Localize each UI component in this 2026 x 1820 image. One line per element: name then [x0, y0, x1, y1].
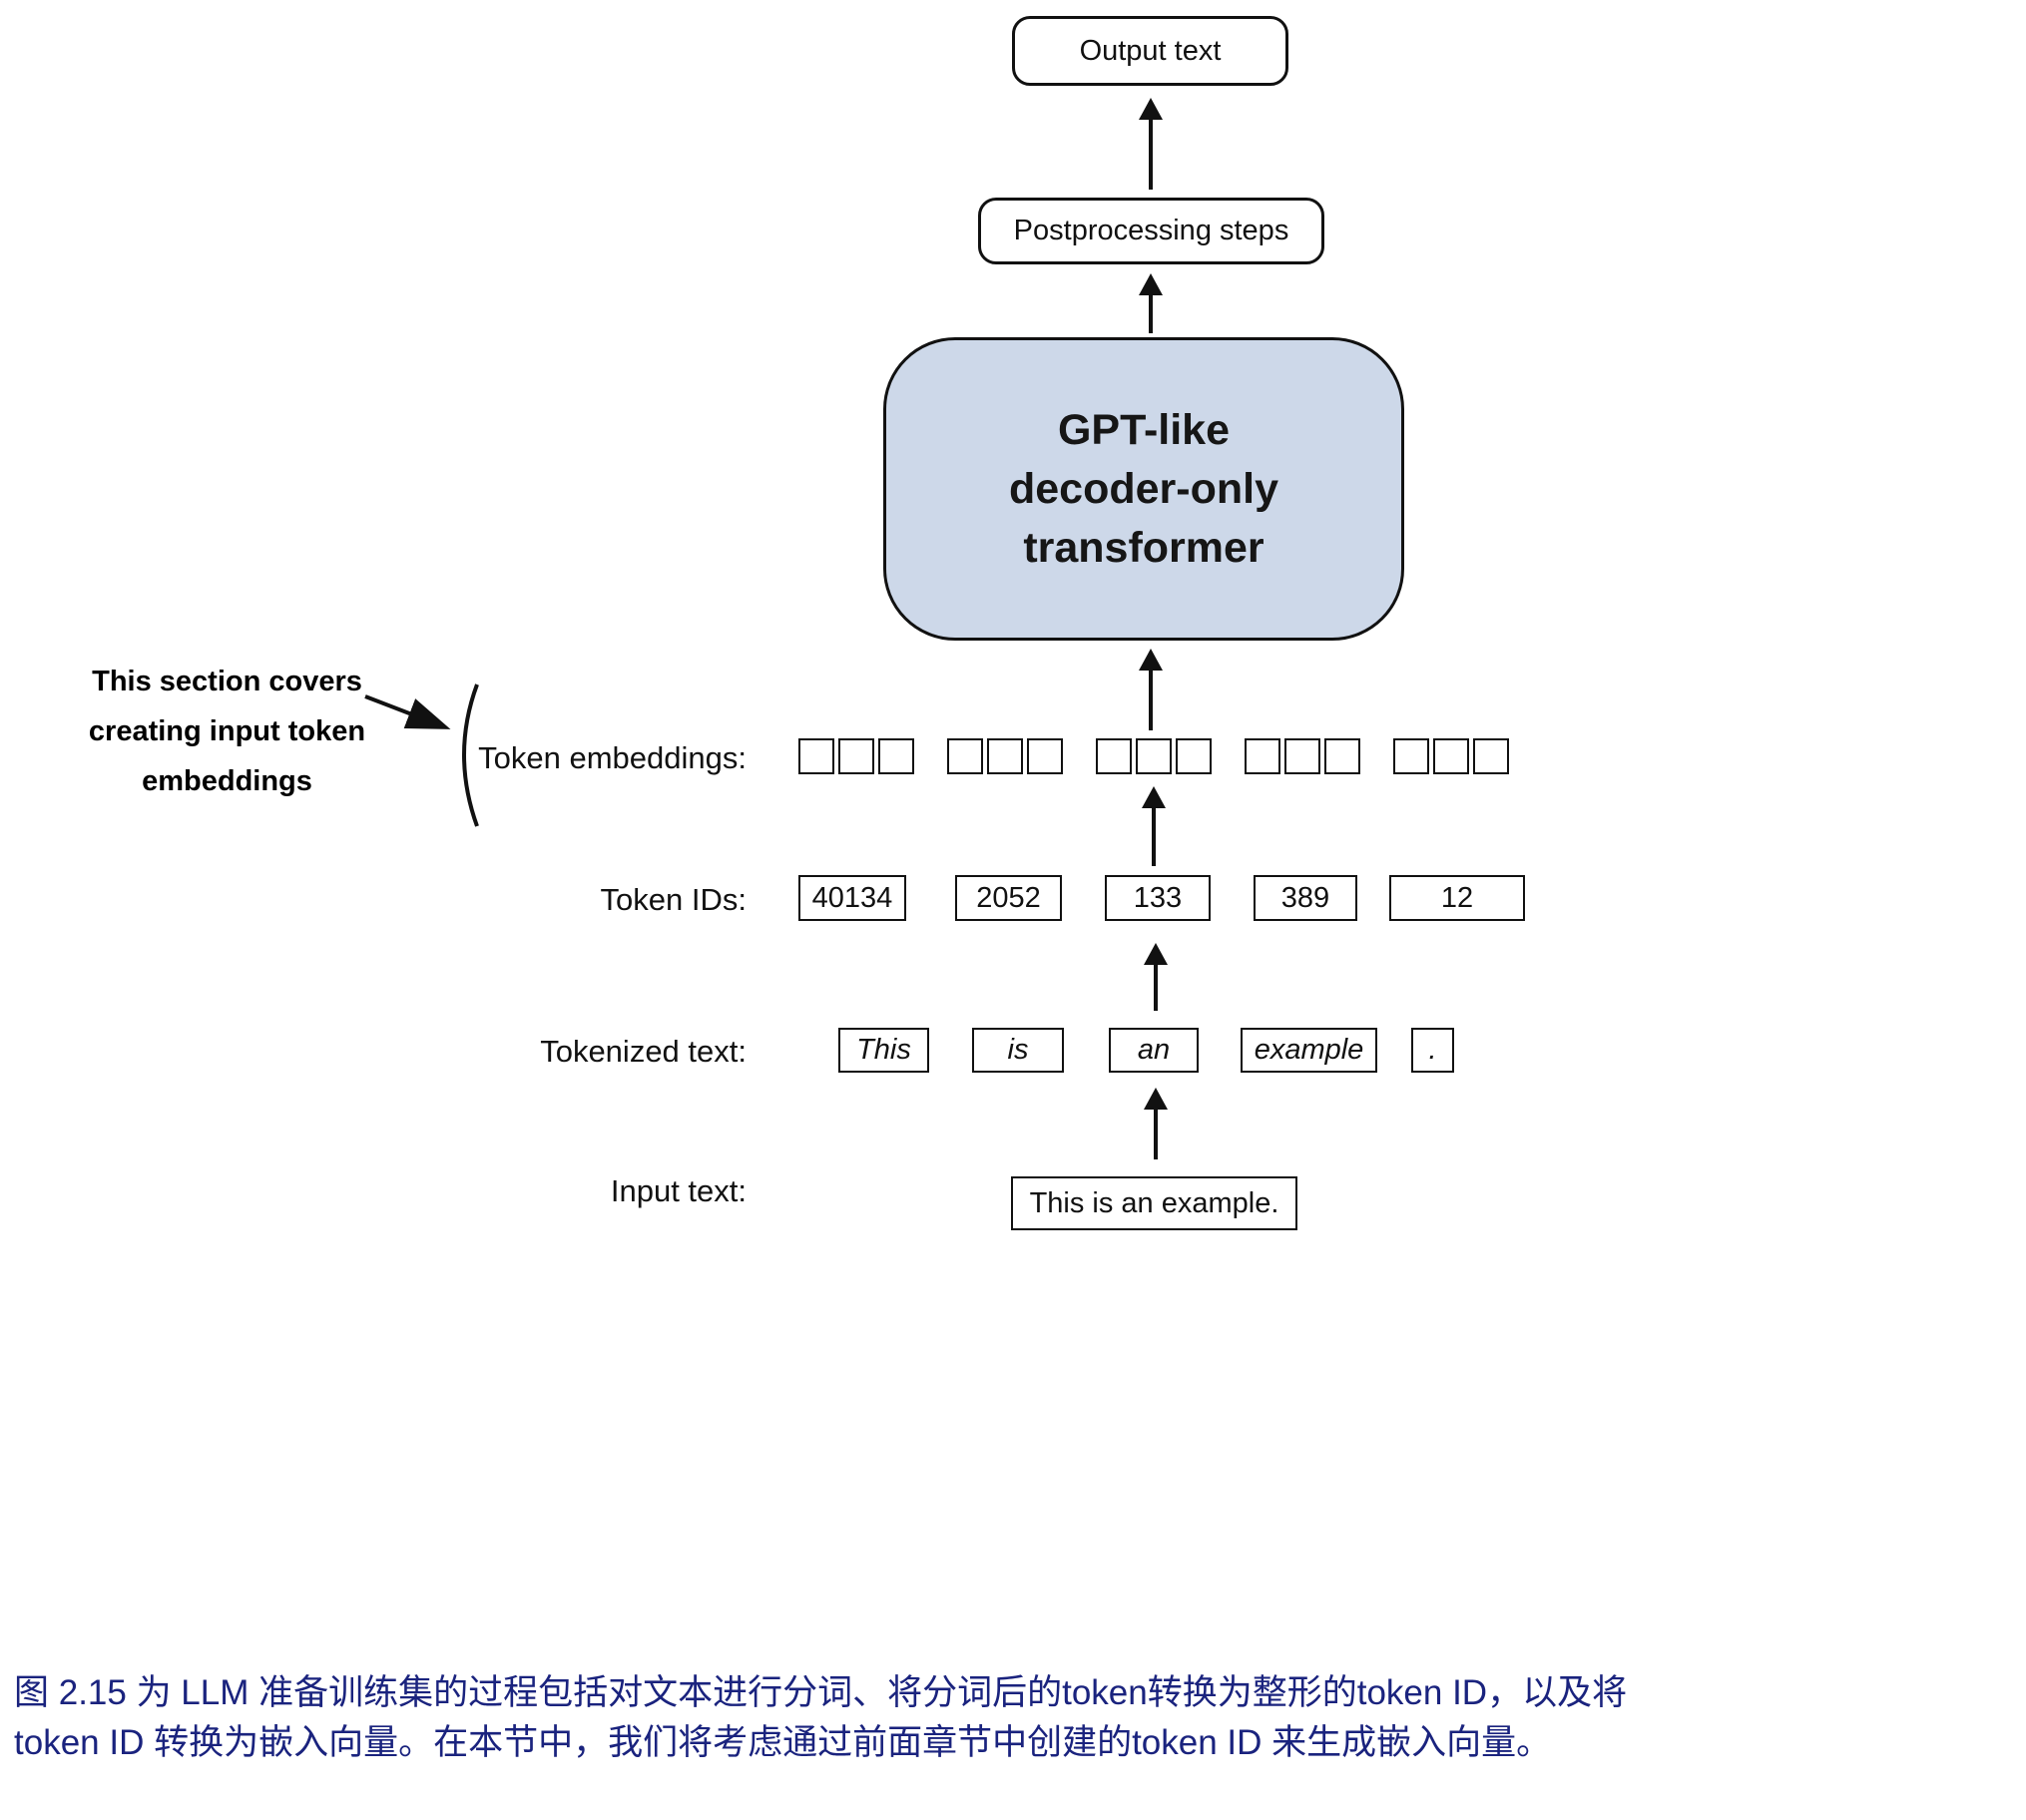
- token-id-value: 389: [1280, 881, 1330, 914]
- token-word: is: [1007, 1034, 1029, 1066]
- embedding-square: [1433, 738, 1469, 774]
- input-text-label: Input text:: [610, 1173, 747, 1208]
- embedding-group: [1393, 738, 1509, 774]
- arrow-shaft: [1152, 802, 1156, 866]
- embedding-square: [1245, 738, 1280, 774]
- arrow-head-icon: [1139, 98, 1163, 120]
- token-word-box: .: [1411, 1028, 1454, 1073]
- arrow-up-to-transformer: [1139, 649, 1163, 730]
- brace-icon: [462, 683, 479, 827]
- embedding-square: [1393, 738, 1429, 774]
- figure-caption: 图 2.15 为 LLM 准备训练集的过程包括对文本进行分词、将分词后的toke…: [14, 1668, 2012, 1768]
- embedding-square: [838, 738, 874, 774]
- arrow-shaft: [1154, 1104, 1158, 1159]
- arrow-shaft: [1149, 289, 1153, 333]
- embedding-group: [947, 738, 1063, 774]
- arrow-head-icon: [1139, 649, 1163, 671]
- embedding-square: [1136, 738, 1172, 774]
- arrow-up-to-token-ids: [1144, 943, 1168, 1011]
- arrow-head-icon: [1144, 1088, 1168, 1110]
- annotation-arrow-and-brace: [364, 683, 479, 827]
- token-id-value: 12: [1440, 881, 1474, 914]
- transformer-node: GPT-like decoder-only transformer: [883, 337, 1404, 641]
- arrow-shaft: [1149, 114, 1153, 190]
- token-id-box: 133: [1105, 875, 1211, 921]
- token-word: This: [856, 1034, 911, 1066]
- token-id-value: 2052: [976, 881, 1041, 914]
- token-word-box: This: [838, 1028, 929, 1073]
- token-word-box: example: [1241, 1028, 1377, 1073]
- postprocessing-label: Postprocessing steps: [1013, 215, 1289, 246]
- token-id-box: 40134: [798, 875, 906, 921]
- embedding-square: [1176, 738, 1212, 774]
- embedding-square: [987, 738, 1023, 774]
- token-word-box: an: [1109, 1028, 1199, 1073]
- output-text-node: Output text: [1012, 16, 1288, 86]
- token-word: .: [1428, 1034, 1437, 1066]
- token-id-value: 133: [1133, 881, 1183, 914]
- arrow-head-icon: [1144, 943, 1168, 965]
- embedding-square: [878, 738, 914, 774]
- token-id-box: 389: [1254, 875, 1357, 921]
- embedding-square: [1324, 738, 1360, 774]
- token-word-box: is: [972, 1028, 1064, 1073]
- tokenized-text-label: Tokenized text:: [540, 1034, 747, 1069]
- token-embeddings-label: Token embeddings:: [478, 740, 747, 775]
- arrow-shaft: [1154, 959, 1158, 1011]
- arrow-up-to-tokenized: [1144, 1088, 1168, 1159]
- input-text-value: This is an example.: [1029, 1186, 1279, 1219]
- token-id-value: 40134: [811, 881, 893, 914]
- token-ids-label: Token IDs:: [600, 882, 747, 917]
- arrow-head-icon: [1142, 786, 1166, 808]
- annotation-line-2: creating input token: [88, 715, 366, 747]
- output-text-label: Output text: [1079, 34, 1222, 67]
- annotation-line-3: embeddings: [142, 765, 312, 797]
- annotation-arrow: [364, 694, 451, 729]
- embedding-group: [1245, 738, 1360, 774]
- embedding-group: [1096, 738, 1212, 774]
- arrow-up-to-output: [1139, 98, 1163, 190]
- arrow-up-to-postprocessing: [1139, 273, 1163, 333]
- embedding-square: [947, 738, 983, 774]
- arrow-up-to-embeddings: [1142, 786, 1166, 866]
- token-id-box: 12: [1389, 875, 1525, 921]
- input-text-box: This is an example.: [1011, 1176, 1297, 1230]
- arrow-head-icon: [1139, 273, 1163, 295]
- embedding-square: [1284, 738, 1320, 774]
- embedding-square: [1027, 738, 1063, 774]
- annotation-line-1: This section covers: [92, 666, 362, 697]
- token-word: example: [1254, 1034, 1364, 1066]
- token-id-box: 2052: [955, 875, 1062, 921]
- embedding-square: [1096, 738, 1132, 774]
- section-annotation: This section covers creating input token…: [55, 657, 399, 806]
- caption-line-1: 图 2.15 为 LLM 准备训练集的过程包括对文本进行分词、将分词后的toke…: [14, 1673, 1628, 1712]
- embedding-square: [1473, 738, 1509, 774]
- embedding-group: [798, 738, 914, 774]
- arrow-shaft: [1149, 665, 1153, 730]
- transformer-label: GPT-like decoder-only transformer: [1009, 405, 1278, 572]
- postprocessing-node: Postprocessing steps: [978, 198, 1324, 264]
- embedding-square: [798, 738, 834, 774]
- caption-line-2: token ID 转换为嵌入向量。在本节中，我们将考虑通过前面章节中创建的tok…: [14, 1723, 1552, 1762]
- token-word: an: [1137, 1034, 1171, 1066]
